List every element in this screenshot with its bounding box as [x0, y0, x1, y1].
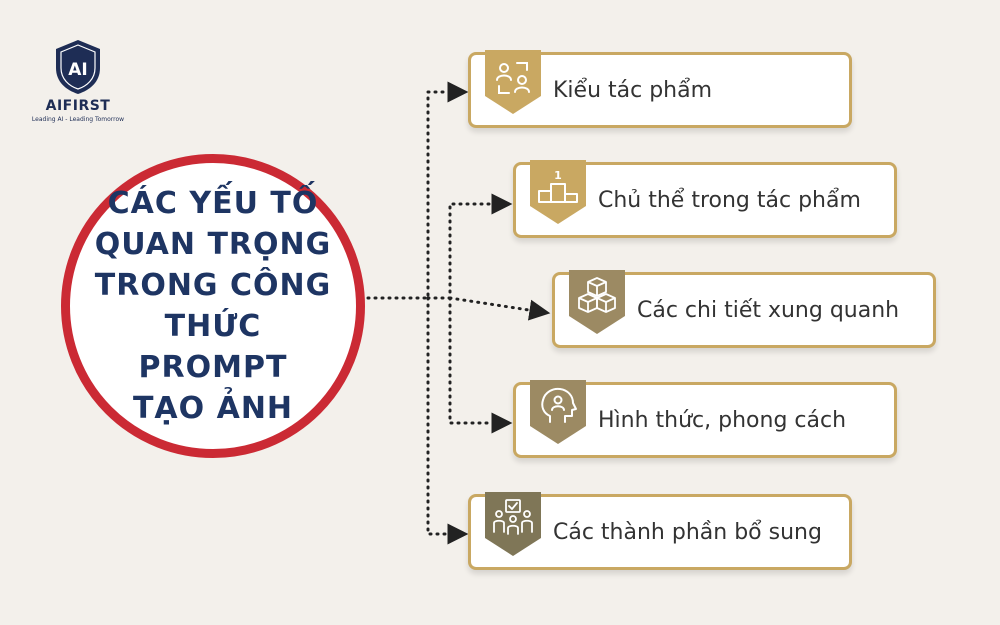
- team-checklist-icon: [485, 492, 541, 556]
- cubes-icon: [569, 270, 625, 334]
- connector-4: [448, 296, 513, 434]
- item-label-extra-components: Các thành phần bổ sung: [553, 519, 822, 545]
- central-topic-line: THỨC PROMPT: [138, 309, 288, 385]
- central-topic-circle: CÁC YẾU TỐ QUAN TRỌNG TRONG CÔNG THỨC PR…: [61, 154, 365, 458]
- central-topic-line: QUAN TRỌNG: [94, 227, 332, 262]
- item-label-subject: Chủ thể trong tác phẩm: [598, 187, 861, 213]
- central-topic-line: TRONG CÔNG: [94, 268, 332, 303]
- podium-icon: 1: [530, 160, 586, 224]
- item-label-surrounding-details: Các chi tiết xung quanh: [637, 297, 900, 323]
- item-label-style: Hình thức, phong cách: [598, 407, 847, 433]
- brand-tagline: Leading AI - Leading Tomorrow: [31, 116, 125, 123]
- connector-2: [426, 193, 513, 300]
- item-card-extra-components: Các thành phần bổ sung: [468, 492, 852, 570]
- central-topic-line: CÁC YẾU TỐ: [107, 186, 319, 221]
- svg-text:1: 1: [554, 169, 562, 182]
- item-card-surrounding-details: Các chi tiết xung quanh: [552, 270, 936, 348]
- central-topic-line: TẠO ẢNH: [132, 391, 294, 426]
- people-exchange-icon: [485, 50, 541, 114]
- item-label-artwork-type: Kiểu tác phẩm: [553, 77, 713, 103]
- connector-1: [366, 81, 469, 300]
- item-card-artwork-type: Kiểu tác phẩm: [468, 50, 852, 128]
- logo-monogram: AI: [68, 60, 87, 80]
- central-topic-title: CÁC YẾU TỐ QUAN TRỌNG TRONG CÔNG THỨC PR…: [88, 183, 338, 429]
- brand-name: AIFIRST: [45, 98, 111, 114]
- item-card-subject: 1 Chủ thể trong tác phẩm: [513, 160, 897, 238]
- item-card-style: Hình thức, phong cách: [513, 380, 897, 458]
- shield-logo-icon: AI: [56, 40, 100, 94]
- brand-logo: AI AIFIRST Leading AI - Leading Tomorrow: [26, 38, 130, 123]
- head-person-icon: [530, 380, 586, 444]
- connector-5: [426, 296, 469, 545]
- connector-3: [448, 296, 551, 321]
